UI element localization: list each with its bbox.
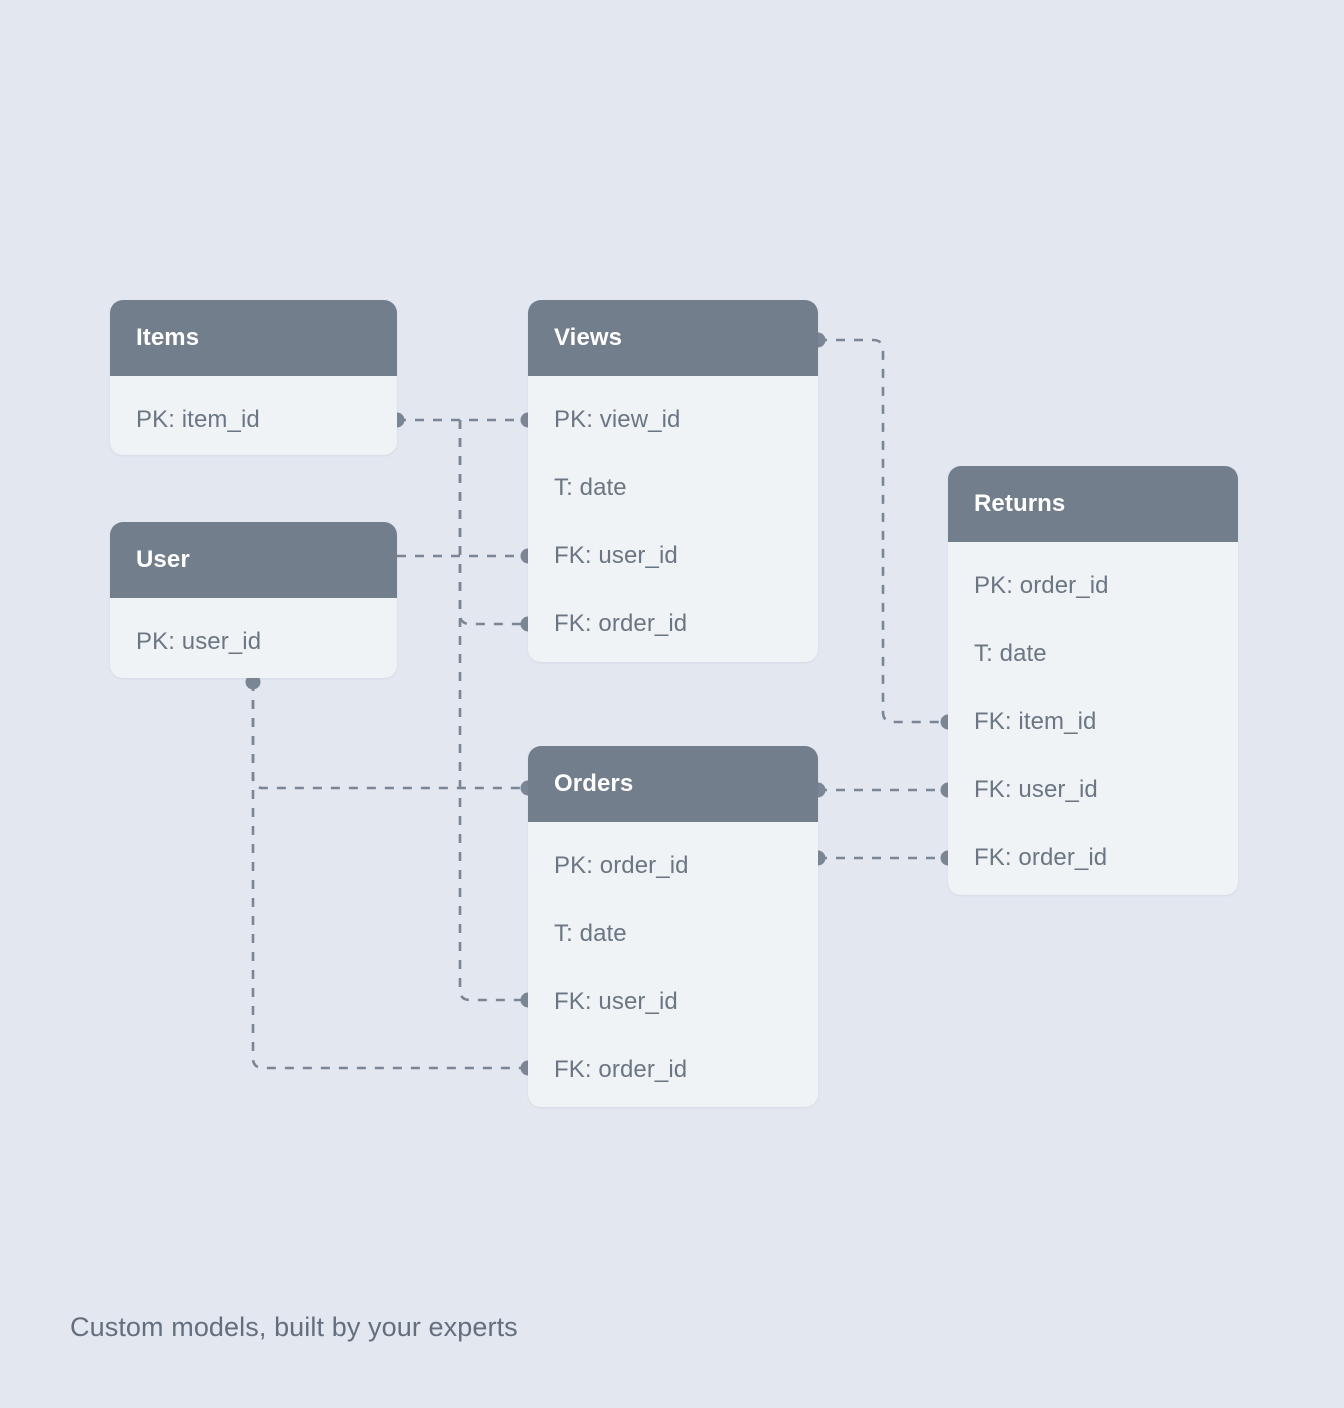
table-fields-returns: PK: order_id T: date FK: item_id FK: use… bbox=[948, 542, 1238, 892]
field-label: PK: order_id bbox=[974, 572, 1109, 599]
table-field-row[interactable]: FK: user_id bbox=[554, 968, 818, 1036]
table-field-row[interactable]: PK: order_id bbox=[974, 552, 1238, 620]
table-card-items[interactable]: Items PK: item_id bbox=[110, 300, 397, 455]
table-fields-orders: PK: order_id T: date FK: user_id FK: ord… bbox=[528, 822, 818, 1104]
table-title: Returns bbox=[974, 490, 1066, 517]
table-field-row[interactable]: T: date bbox=[554, 454, 818, 522]
table-field-row[interactable]: PK: item_id bbox=[136, 386, 397, 454]
table-field-row[interactable]: T: date bbox=[974, 620, 1238, 688]
table-header-user: User bbox=[110, 522, 397, 598]
table-field-row[interactable]: FK: user_id bbox=[554, 522, 818, 590]
table-card-user[interactable]: User PK: user_id bbox=[110, 522, 397, 678]
table-header-items: Items bbox=[110, 300, 397, 376]
table-title: Orders bbox=[554, 770, 634, 797]
wire-user-to-orders-orderid bbox=[251, 682, 528, 1070]
table-fields-views: PK: view_id T: date FK: user_id FK: orde… bbox=[528, 376, 818, 658]
table-header-returns: Returns bbox=[948, 466, 1238, 542]
table-title: Views bbox=[554, 324, 623, 351]
field-label: FK: user_id bbox=[554, 542, 678, 569]
table-field-row[interactable]: FK: user_id bbox=[974, 756, 1238, 824]
table-field-row[interactable]: PK: user_id bbox=[136, 608, 397, 676]
field-label: FK: user_id bbox=[554, 988, 678, 1015]
diagram-caption: Custom models, built by your experts bbox=[70, 1312, 518, 1342]
table-field-row[interactable]: FK: item_id bbox=[974, 688, 1238, 756]
table-field-row[interactable]: FK: order_id bbox=[554, 1036, 818, 1104]
field-label: T: date bbox=[554, 474, 627, 501]
field-label: T: date bbox=[554, 920, 627, 947]
table-title: User bbox=[136, 546, 190, 573]
wire-views-to-returns-itemid bbox=[818, 338, 948, 724]
wire-items-branch-to-orders-userid bbox=[458, 420, 528, 1002]
table-field-row[interactable]: FK: order_id bbox=[974, 824, 1238, 892]
field-label: FK: user_id bbox=[974, 776, 1098, 803]
field-label: FK: order_id bbox=[554, 610, 688, 637]
field-label: FK: order_id bbox=[974, 844, 1108, 871]
table-card-views[interactable]: Views PK: view_id T: date FK: user_id FK… bbox=[528, 300, 818, 662]
field-label: PK: item_id bbox=[136, 406, 260, 433]
wire-user-to-orders-header bbox=[251, 682, 528, 790]
table-field-row[interactable]: T: date bbox=[554, 900, 818, 968]
field-label: PK: view_id bbox=[554, 406, 681, 433]
field-label: PK: user_id bbox=[136, 628, 262, 655]
table-card-returns[interactable]: Returns PK: order_id T: date FK: item_id… bbox=[948, 466, 1238, 895]
table-field-row[interactable]: PK: order_id bbox=[554, 832, 818, 900]
field-label: FK: order_id bbox=[554, 1056, 688, 1083]
table-header-views: Views bbox=[528, 300, 818, 376]
field-label: FK: item_id bbox=[974, 708, 1097, 735]
field-label: PK: order_id bbox=[554, 852, 689, 879]
table-fields-items: PK: item_id bbox=[110, 376, 397, 454]
table-field-row[interactable]: FK: order_id bbox=[554, 590, 818, 658]
wire-items-branch-to-views-orderid bbox=[458, 420, 528, 626]
table-field-row[interactable]: PK: view_id bbox=[554, 386, 818, 454]
table-card-orders[interactable]: Orders PK: order_id T: date FK: user_id … bbox=[528, 746, 818, 1107]
table-header-orders: Orders bbox=[528, 746, 818, 822]
table-title: Items bbox=[136, 324, 200, 351]
table-fields-user: PK: user_id bbox=[110, 598, 397, 676]
field-label: T: date bbox=[974, 640, 1047, 667]
